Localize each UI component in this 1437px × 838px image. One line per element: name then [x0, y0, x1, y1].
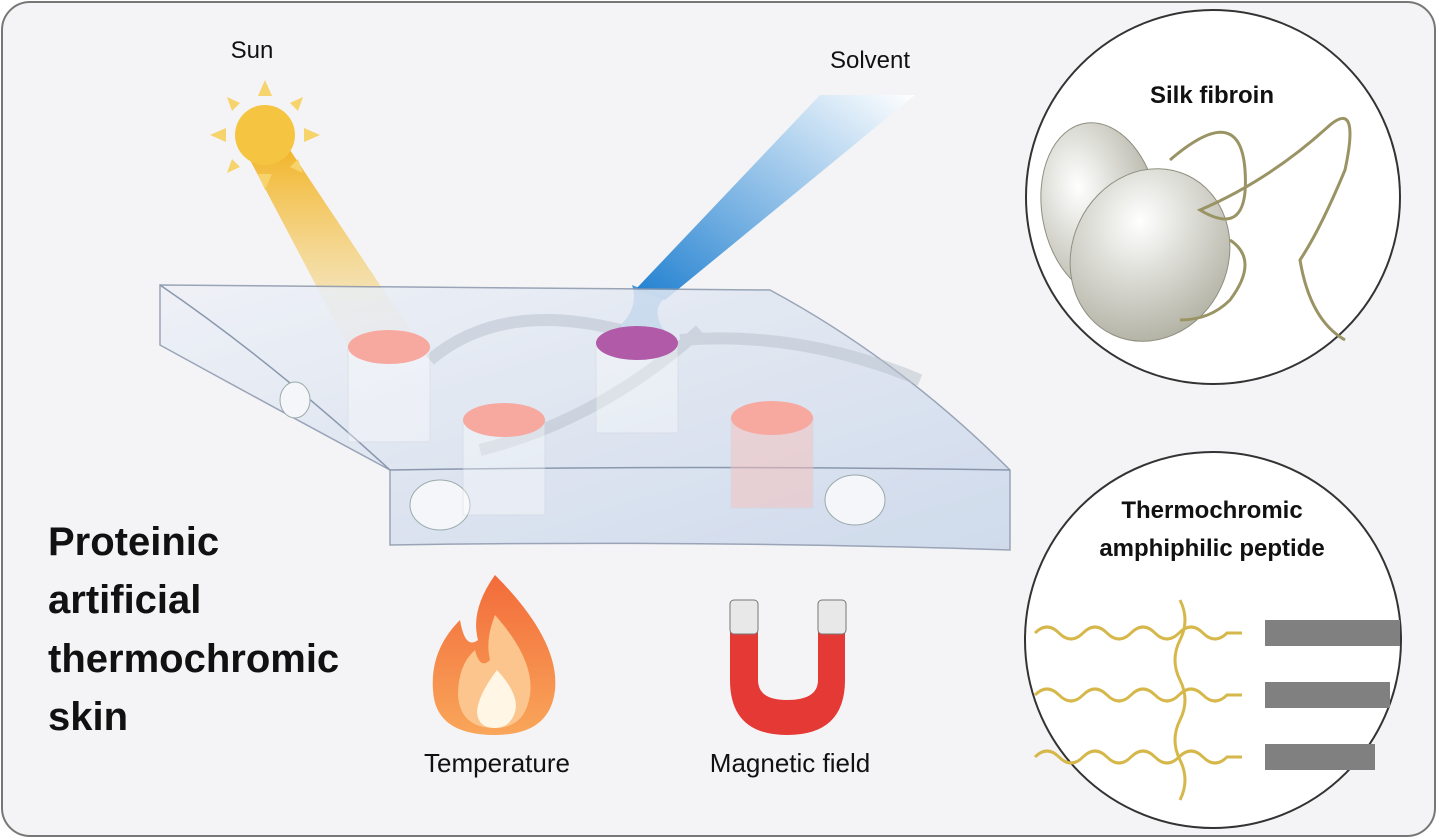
solvent-stream-icon: [635, 95, 915, 300]
title-line: Proteinic: [48, 520, 219, 564]
peptide-label-line2: amphiphilic peptide: [1099, 535, 1324, 562]
peptide-label-line1: Thermochromic: [1121, 497, 1302, 524]
well-solvent: [595, 326, 679, 434]
sun-label: Sun: [231, 37, 274, 64]
well: [730, 401, 814, 509]
well: [347, 330, 431, 443]
temperature-label: Temperature: [424, 748, 570, 778]
peptide-inset: [1024, 451, 1402, 829]
silk-fibroin-label: Silk fibroin: [1150, 82, 1274, 109]
title-line: artificial: [48, 578, 201, 622]
magnet-icon: [729, 599, 847, 735]
solvent-label: Solvent: [830, 47, 910, 74]
well: [462, 403, 546, 516]
magnetic-field-label: Magnetic field: [710, 748, 870, 778]
silk-fibroin-inset: [1025, 9, 1401, 385]
title-line: skin: [48, 695, 128, 739]
title: Proteinic artificial thermochromic skin: [48, 520, 339, 739]
title-line: thermochromic: [48, 637, 339, 681]
flame-icon: [432, 575, 556, 735]
